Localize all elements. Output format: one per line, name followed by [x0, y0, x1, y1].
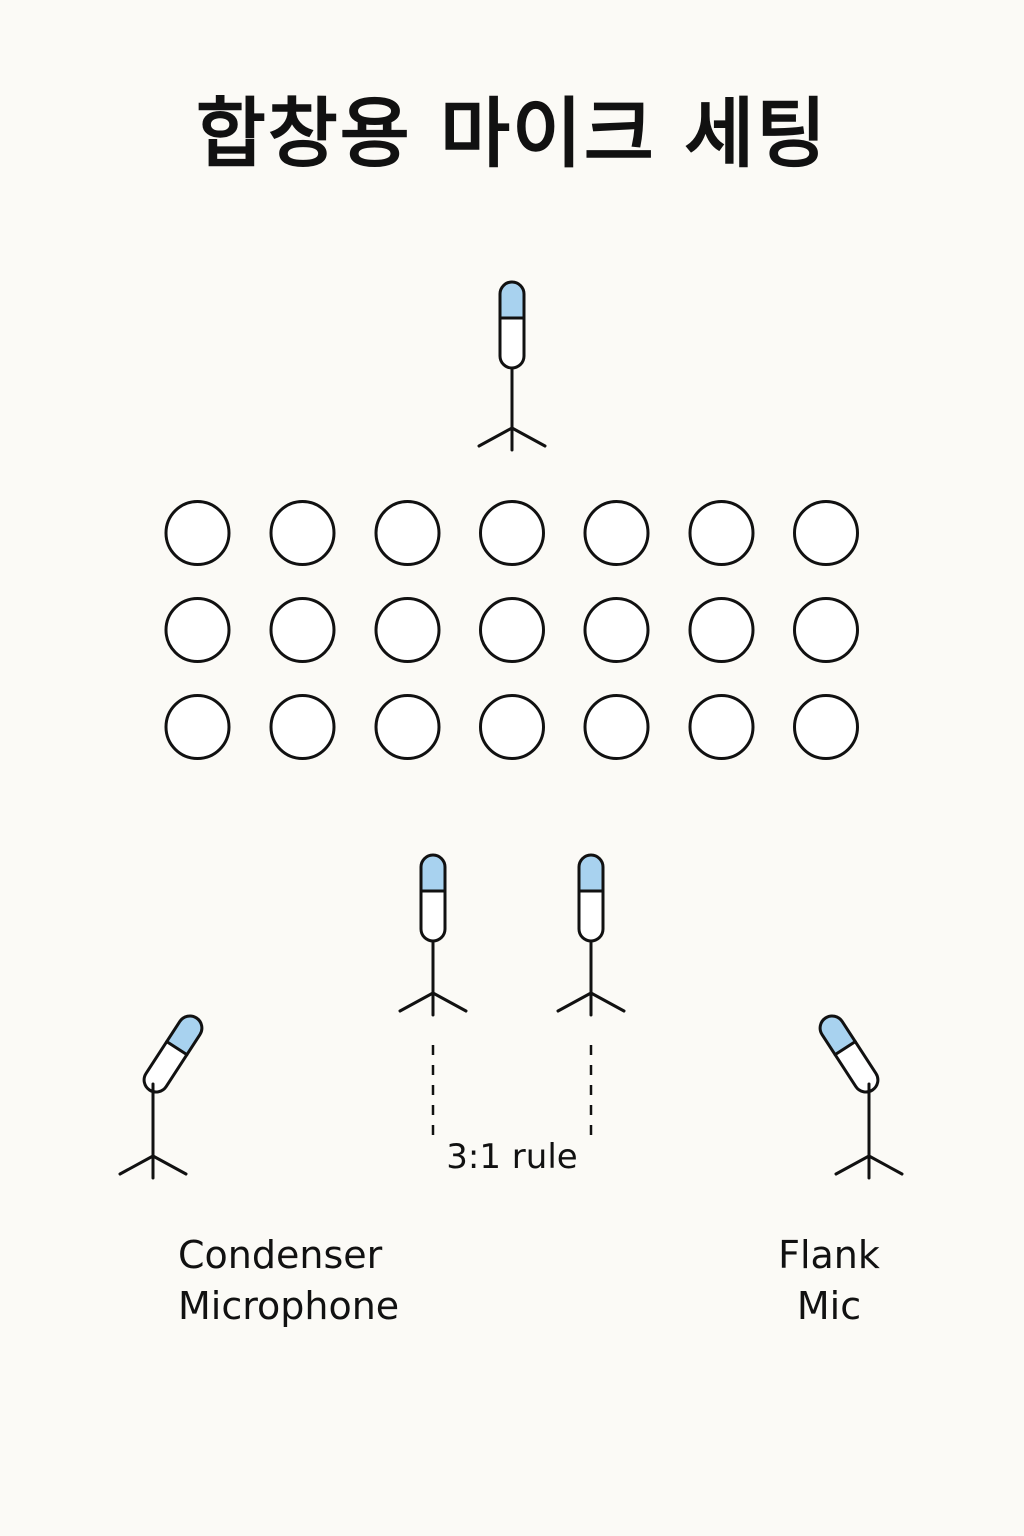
singer-circle-icon: [793, 500, 859, 566]
singer-circle-icon: [793, 597, 859, 663]
page-title: 합창용 마이크 세팅: [196, 89, 828, 178]
singer-circle-icon: [688, 597, 755, 663]
singer-circle-icon: [479, 694, 545, 760]
microphone-stand-icon: [477, 282, 547, 452]
singer-circle-icon: [269, 694, 336, 760]
choir-singers: [164, 500, 859, 760]
singer-circle-icon: [688, 500, 755, 566]
microphone-stand-icon: [398, 855, 468, 1017]
singer-circle-icon: [583, 694, 650, 760]
rule-label: 3:1 rule: [446, 1137, 577, 1177]
right-flank-microphone: [816, 1011, 904, 1180]
condenser-label-line2: Microphone: [178, 1284, 399, 1328]
singer-circle-icon: [793, 694, 859, 760]
singer-circle-icon: [583, 500, 650, 566]
microphone-stand-icon: [556, 855, 626, 1017]
center-microphone-left: [398, 855, 468, 1145]
singer-circle-icon: [583, 597, 650, 663]
singer-circle-icon: [374, 694, 441, 760]
condenser-label-line1: Condenser: [178, 1233, 383, 1277]
microphone-stand-icon: [816, 1011, 904, 1180]
singer-circle-icon: [479, 597, 545, 663]
singer-circle-icon: [269, 597, 336, 663]
center-microphone-right: [556, 855, 626, 1145]
singer-circle-icon: [164, 694, 231, 760]
overhead-microphone: [477, 282, 547, 452]
singer-circle-icon: [374, 597, 441, 663]
singer-circle-icon: [164, 597, 231, 663]
left-condenser-microphone: [118, 1011, 206, 1180]
flank-label-line2: Mic: [797, 1284, 861, 1328]
singer-circle-icon: [688, 694, 755, 760]
singer-circle-icon: [374, 500, 441, 566]
singer-circle-icon: [269, 500, 336, 566]
singer-circle-icon: [164, 500, 231, 566]
microphone-stand-icon: [118, 1011, 206, 1180]
flank-label-line1: Flank: [778, 1233, 880, 1277]
singer-circle-icon: [479, 500, 545, 566]
